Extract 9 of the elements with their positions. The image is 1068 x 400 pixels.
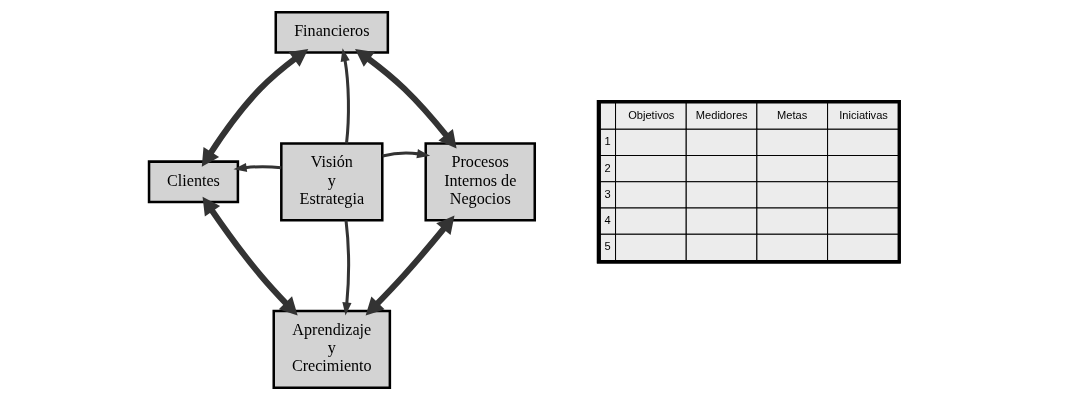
label: Objetivos [628, 109, 675, 122]
label: Metas [777, 109, 808, 122]
label: 2 [604, 161, 611, 174]
label: 5 [604, 240, 611, 253]
label: Iniciativas [839, 109, 888, 122]
label: 3 [604, 187, 611, 200]
label: 4 [604, 214, 611, 227]
label: Medidores [695, 109, 748, 122]
label: 1 [604, 135, 611, 148]
